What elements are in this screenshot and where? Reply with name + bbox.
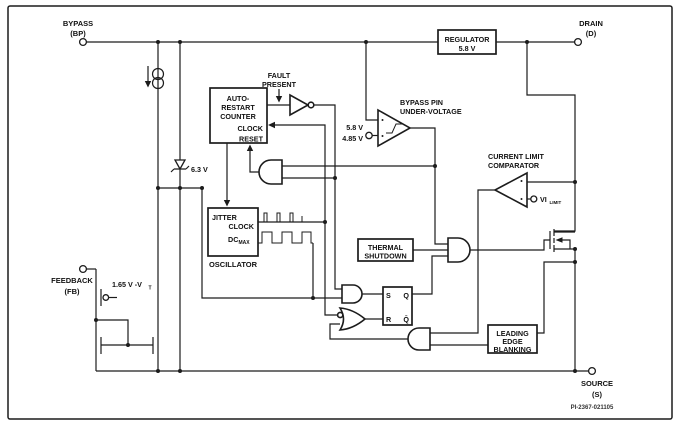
uv-comparator: [365, 108, 412, 148]
regulator-voltage: 5.8 V: [459, 44, 476, 53]
feedback-label: FEEDBACK: [51, 276, 93, 285]
leading-edge-blanking-block: [487, 324, 538, 354]
counter-label-1: AUTO-: [227, 94, 250, 103]
feedback-pin-label: (FB): [65, 287, 80, 296]
thermal-label-2: SHUTDOWN: [364, 252, 406, 261]
uv-threshold-low: 4.85 V: [342, 134, 363, 143]
reset-and-gate: [258, 159, 283, 185]
zener-voltage-label: 6.3 V: [191, 165, 208, 174]
drain-terminal: [573, 37, 583, 47]
current-mirror-icon: [100, 337, 154, 354]
bypass-label: BYPASS: [63, 19, 93, 28]
reset-input-arrow-icon: [246, 144, 254, 151]
leb-label-2: EDGE: [502, 337, 523, 346]
set-and-gate: [341, 284, 363, 304]
uv-threshold-terminal: [365, 131, 373, 140]
leb-label-1: LEADING: [496, 329, 529, 338]
vilimit-terminal: [530, 195, 538, 203]
wires: [86, 41, 589, 372]
latch-qbar-label: Q̄: [403, 315, 409, 324]
source-pin-label: (S): [592, 390, 603, 399]
junction-dots: [94, 40, 577, 373]
counter-reset-label: RESET: [239, 135, 264, 144]
fault-label-1: FAULT: [268, 71, 291, 80]
inverter-gate: [289, 93, 315, 117]
power-mosfet-icon: [549, 229, 575, 252]
leb-label-3: BLANKING: [494, 345, 532, 354]
drain-pin-label: (D): [586, 29, 597, 38]
cl-comparator-label-2: COMPARATOR: [488, 161, 540, 170]
hysteresis-icon: [386, 123, 402, 134]
regulator-block: [437, 29, 497, 55]
auto-restart-counter-block: [209, 87, 268, 144]
latch-s-label: S: [386, 291, 391, 300]
thermal-label-1: THERMAL: [368, 243, 404, 252]
reset-or-gate: [336, 307, 367, 331]
oscillator-dcmax-subscript: MAX: [239, 240, 251, 246]
zener-diode-icon: [170, 159, 190, 173]
counter-label-2: RESTART: [221, 103, 255, 112]
current-source-icon: [151, 67, 165, 90]
fault-label-2: PRESENT: [262, 80, 297, 89]
regulator-label: REGULATOR: [445, 35, 491, 44]
current-limit-comparator: [493, 171, 538, 209]
uv-comparator-label-1: BYPASS PIN: [400, 98, 443, 107]
feedback-pmos-icon: [100, 289, 117, 306]
thermal-shutdown-block: [357, 238, 414, 262]
vilimit-subscript: LIMIT: [550, 200, 562, 205]
diagram-border: [7, 5, 673, 420]
source-terminal: [587, 366, 597, 376]
labels: BYPASS (BP) DRAIN (D) FEEDBACK (FB) SOUR…: [51, 19, 614, 411]
latch-q-label: Q: [403, 291, 409, 300]
current-source-arrow-icon: [144, 81, 152, 88]
clock-input-arrow-icon: [268, 121, 275, 129]
feedback-terminal: [78, 264, 88, 274]
oscillator-clock-label: CLOCK: [228, 222, 254, 231]
blanking-and-gate: [407, 327, 431, 351]
arrows: [144, 66, 283, 207]
drain-label: DRAIN: [579, 19, 603, 28]
counter-clock-label: CLOCK: [237, 124, 263, 133]
gate-drive-and-gate: [447, 237, 471, 263]
oscillator-dcmax-label: DC: [228, 235, 238, 244]
oscillator-caption: OSCILLATOR: [209, 260, 258, 269]
bypass-terminal: [78, 37, 88, 47]
fault-present-arrow-icon: [275, 96, 283, 103]
fb-reference-subscript: T: [149, 286, 152, 292]
part-number: PI-2367-021105: [571, 405, 614, 411]
cl-comparator-label-1: CURRENT LIMIT: [488, 152, 545, 161]
oscillator-jitter-label: JITTER: [212, 213, 238, 222]
fb-reference-label: 1.65 V -V: [112, 280, 142, 289]
vilimit-label: VI: [540, 195, 547, 204]
latch-r-label: R: [386, 315, 392, 324]
jitter-arrow-icon: [223, 200, 231, 207]
sr-latch-block: [382, 286, 413, 326]
uv-comparator-label-2: UNDER-VOLTAGE: [400, 107, 462, 116]
source-label: SOURCE: [581, 379, 613, 388]
uv-threshold-high: 5.8 V: [346, 123, 363, 132]
bypass-pin-label: (BP): [70, 29, 86, 38]
oscillator-block: [207, 207, 259, 257]
counter-label-3: COUNTER: [220, 112, 256, 121]
